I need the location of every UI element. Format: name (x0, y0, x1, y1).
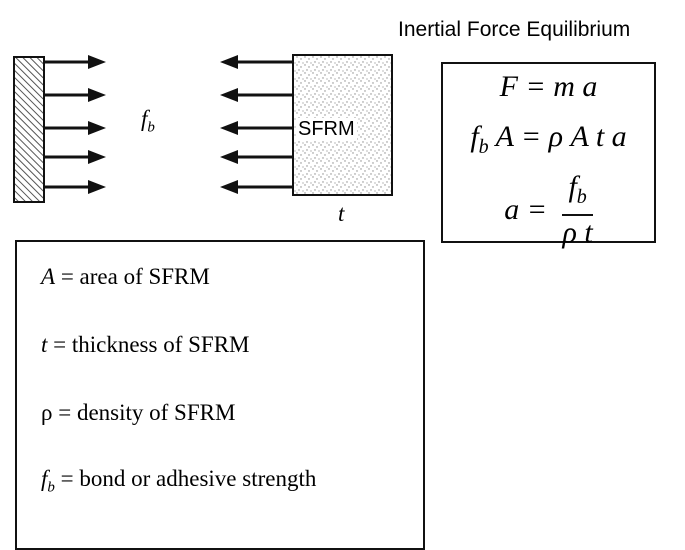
diagram-title: Inertial Force Equilibrium (398, 18, 631, 41)
bond-force-arrows-right (44, 55, 106, 194)
definition-bond-strength: fb = bond or adhesive strength (41, 466, 317, 496)
definitions-box: A = area of SFRM t = thickness of SFRM ρ… (15, 240, 425, 550)
definition-density: ρ = density of SFRM (41, 400, 236, 425)
sfrm-block-label: SFRM (296, 118, 357, 140)
inertial-force-arrows-left (220, 55, 293, 194)
thickness-label: t (338, 201, 345, 226)
equation-newton: F = m a (499, 70, 598, 103)
equation-force-balance: fb A = ρ A t a (470, 120, 627, 158)
definition-area: A = area of SFRM (41, 264, 210, 289)
substrate-wall (13, 56, 45, 203)
definition-thickness: t = thickness of SFRM (41, 332, 250, 357)
bond-force-label: fb (141, 106, 155, 136)
